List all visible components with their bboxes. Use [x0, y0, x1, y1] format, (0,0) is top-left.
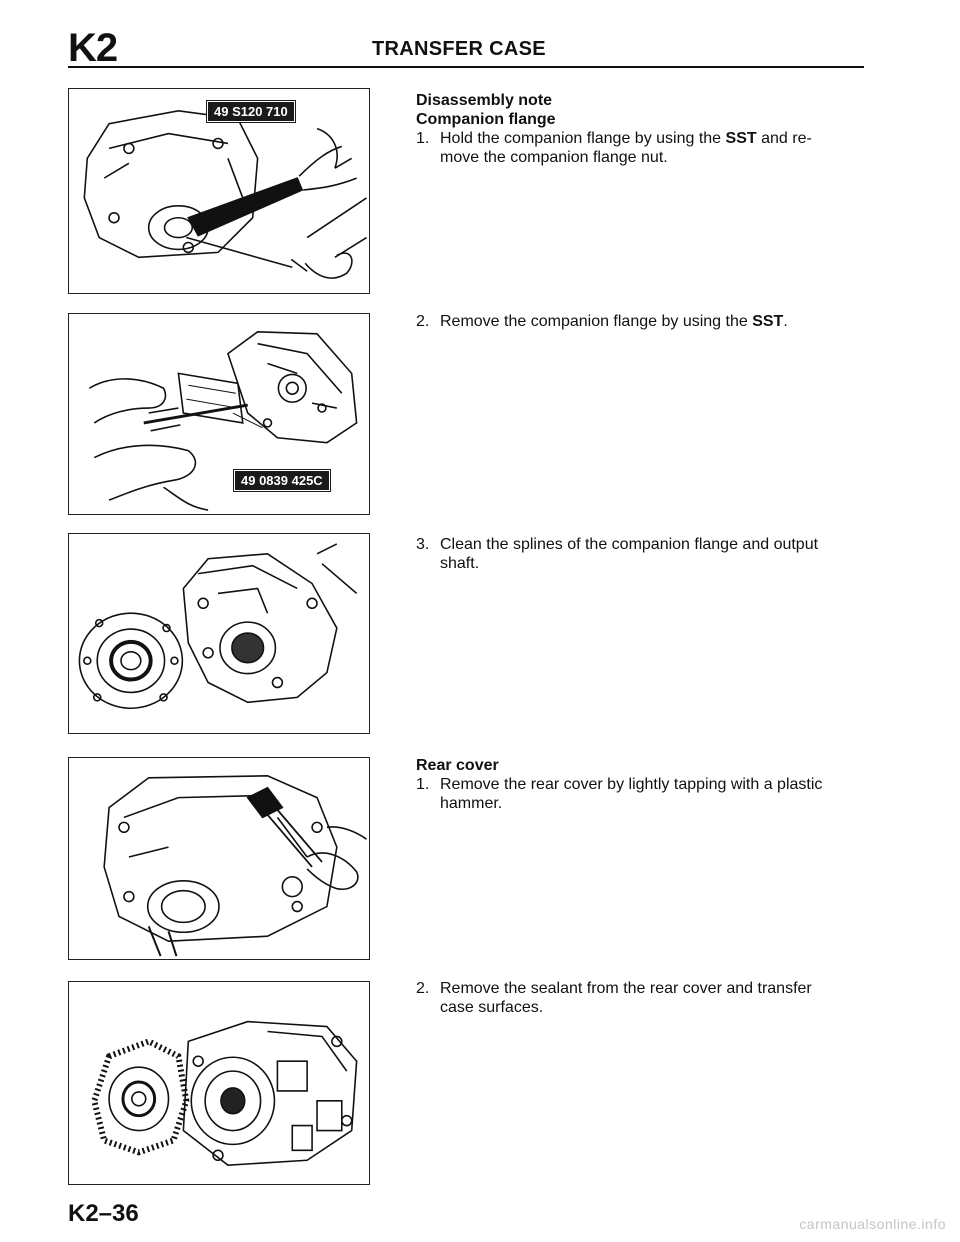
- figure-splines-cleaning: [68, 533, 370, 734]
- instruction-step: 2. Remove the sealant from the rear cover…: [416, 979, 856, 1017]
- step-emphasis: SST: [752, 313, 784, 330]
- flange-removal-step: 2. Remove the companion flange by using t…: [416, 312, 856, 331]
- illustration-rear-cover-and-case-surfaces: [91, 1020, 358, 1166]
- watermark: carmanualsonline.info: [799, 1216, 946, 1232]
- figure-companion-flange-holding: 49 S120 710: [68, 88, 370, 294]
- header-rule: [68, 66, 864, 68]
- step-number: 3.: [416, 536, 430, 553]
- step-emphasis: SST: [725, 130, 757, 147]
- subsection-heading: Rear cover: [416, 757, 499, 774]
- instruction-step: 1. Hold the companion flange by using the…: [416, 129, 856, 167]
- sst-part-number-label: 49 S120 710: [206, 100, 296, 123]
- step-number: 2.: [416, 980, 430, 997]
- step-text: Clean the splines of the companion flang…: [440, 536, 819, 553]
- illustration-transfer-case-hold-flange: [83, 109, 367, 279]
- instruction-step: 2. Remove the companion flange by using t…: [416, 312, 856, 331]
- illustration-puller-removing-flange: [88, 331, 358, 511]
- sst-part-number-label: 49 0839 425C: [233, 469, 331, 492]
- step-text: and re-: [756, 130, 812, 147]
- sealant-removal-step: 2. Remove the sealant from the rear cover…: [416, 979, 856, 1017]
- step-text: hammer.: [440, 795, 503, 812]
- step-text: Hold the companion flange by using the: [440, 130, 726, 147]
- illustration-plastic-hammer-rear-cover: [103, 775, 367, 957]
- companion-flange-section: Disassembly note Companion flange 1. Hold…: [416, 91, 856, 167]
- subsection-heading: Companion flange: [416, 111, 556, 128]
- rear-cover-section: Rear cover 1. Remove the rear cover by li…: [416, 756, 856, 813]
- page-number: K2–36: [68, 1200, 139, 1227]
- step-text: shaft.: [440, 555, 480, 572]
- figure-rear-cover-tapping: [68, 757, 370, 960]
- figure-companion-flange-removal: 49 0839 425C: [68, 313, 370, 515]
- step-text: Remove the companion flange by using the: [440, 313, 753, 330]
- section-code: K2: [68, 26, 118, 70]
- step-number: 2.: [416, 313, 430, 330]
- step-text: .: [783, 313, 788, 330]
- instruction-step: 3. Clean the splines of the companion fla…: [416, 535, 856, 573]
- section-heading: Disassembly note: [416, 92, 553, 109]
- step-text: move the companion flange nut.: [440, 149, 668, 166]
- instruction-step: 1. Remove the rear cover by lightly tappi…: [416, 775, 856, 813]
- step-text: Remove the rear cover by lightly tapping…: [440, 776, 823, 793]
- step-text: case surfaces.: [440, 999, 544, 1016]
- step-number: 1.: [416, 130, 430, 147]
- step-number: 1.: [416, 776, 430, 793]
- illustration-flange-and-output-shaft: [78, 543, 358, 710]
- step-text: Remove the sealant from the rear cover a…: [440, 980, 812, 997]
- page-title: TRANSFER CASE: [372, 38, 546, 60]
- spline-cleaning-step: 3. Clean the splines of the companion fla…: [416, 535, 856, 573]
- figure-sealant-removal: [68, 981, 370, 1185]
